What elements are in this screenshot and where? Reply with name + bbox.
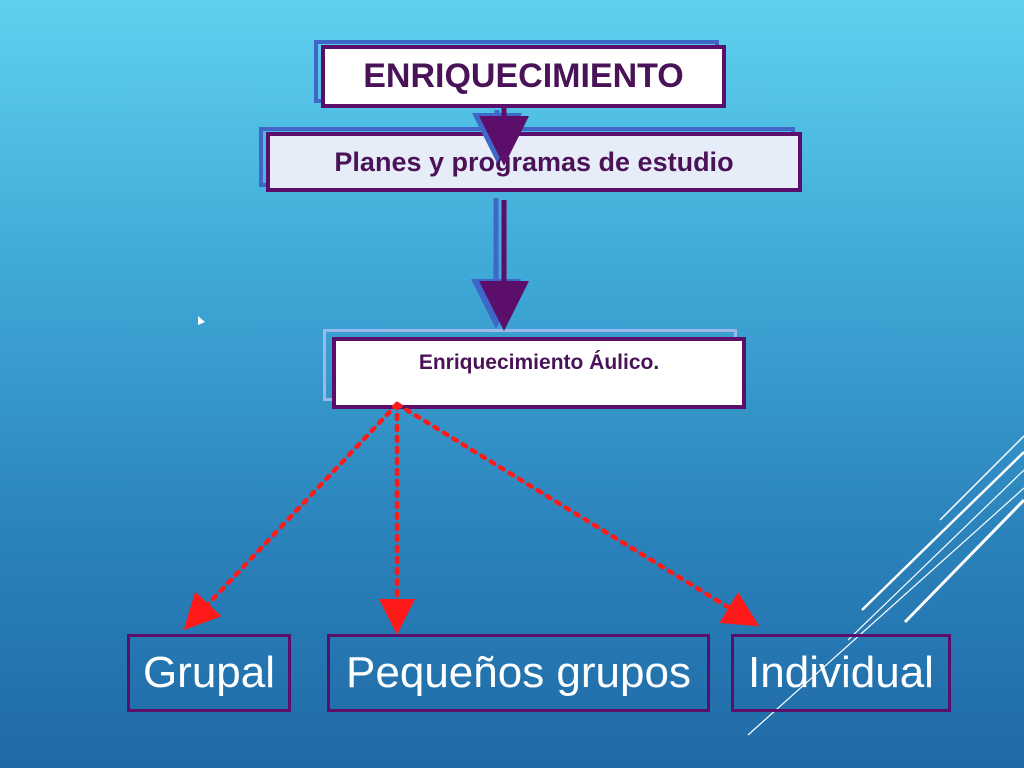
- leaf-node-individual: Individual: [731, 634, 951, 712]
- deco-line-1: [939, 435, 1024, 521]
- deco-line-3: [903, 498, 1024, 624]
- level2-node: Planes y programas de estudio: [266, 132, 802, 192]
- deco-line-2: [861, 451, 1024, 611]
- leaf-label-individual: Individual: [748, 648, 934, 697]
- level3-node-label: Enriquecimiento Áulico.: [418, 351, 660, 374]
- leaf-node-grupal: Grupal: [127, 634, 291, 712]
- deco-line-5: [747, 487, 1024, 736]
- leaf-label-grupal: Grupal: [142, 648, 276, 697]
- root-node: ENRIQUECIMIENTO: [321, 45, 726, 108]
- leaf-node-pequenos-grupos: Pequeños grupos: [327, 634, 710, 712]
- level2-node-label: Planes y programas de estudio: [334, 146, 734, 177]
- root-node-label: ENRIQUECIMIENTO: [363, 57, 684, 95]
- leaf-label-pequenos-grupos: Pequeños grupos: [346, 648, 691, 697]
- arrow-to-grupal: [183, 401, 400, 631]
- deco-line-4: [847, 469, 1024, 641]
- arrow-to-individual: [394, 401, 760, 627]
- small-pointer-icon: [198, 316, 205, 325]
- level3-node: Enriquecimiento Áulico.: [332, 337, 746, 409]
